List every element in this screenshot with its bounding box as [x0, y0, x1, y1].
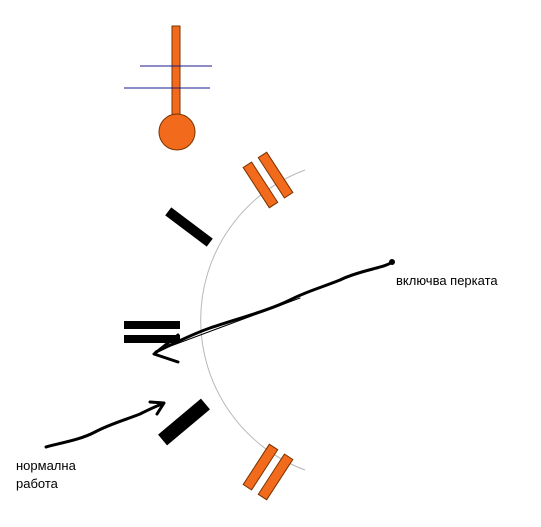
switch-contact-icon-upper-black: [165, 207, 213, 247]
label-fan-on: включва перката: [396, 273, 498, 288]
label-normal-operation-line2: работа: [16, 476, 58, 491]
label-normal-operation-line1: нормална: [16, 458, 76, 473]
thermometer-stem: [171, 25, 181, 121]
thermometer-bulb: [158, 113, 196, 151]
switch-contact-icon-lower-black: [158, 398, 210, 446]
switch-contact-icon-upper-orange: [242, 151, 294, 209]
guide-arc: [200, 169, 306, 471]
hand-drawn-arrow-icon-normal: [44, 400, 166, 449]
switch-contact-icon-lower-orange: [242, 443, 294, 501]
thermometer-icon: [124, 25, 212, 151]
hand-drawn-arrow-icon-fan-on: [152, 259, 395, 364]
switch-contact-icon-middle-black: [124, 321, 180, 343]
